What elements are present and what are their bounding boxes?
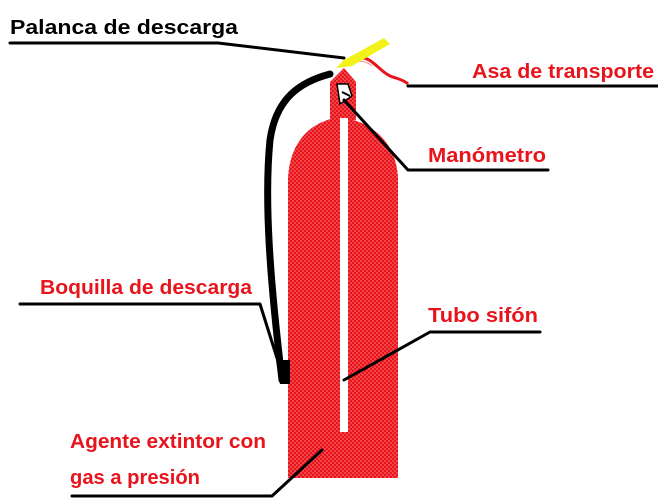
label-manometro: Manómetro bbox=[428, 145, 546, 167]
leader-palanca bbox=[8, 41, 346, 60]
label-asa-de-transporte: Asa de transporte bbox=[472, 61, 654, 83]
leader-tubo bbox=[342, 330, 542, 382]
leader-manometro bbox=[342, 98, 550, 172]
label-agente-extintor-line1: Agente extintor con bbox=[70, 431, 266, 453]
label-boquilla-de-descarga: Boquilla de descarga bbox=[40, 277, 253, 299]
label-agente-extintor-line2: gas a presión bbox=[70, 467, 200, 489]
leader-agente bbox=[70, 448, 324, 498]
label-palanca-de-descarga: Palanca de descarga bbox=[10, 17, 239, 39]
discharge-hose bbox=[264, 70, 334, 384]
leader-boquilla bbox=[18, 302, 284, 376]
discharge-lever bbox=[336, 38, 390, 68]
label-tubo-sifon: Tubo sifón bbox=[428, 305, 538, 327]
siphon-tube bbox=[340, 118, 348, 432]
